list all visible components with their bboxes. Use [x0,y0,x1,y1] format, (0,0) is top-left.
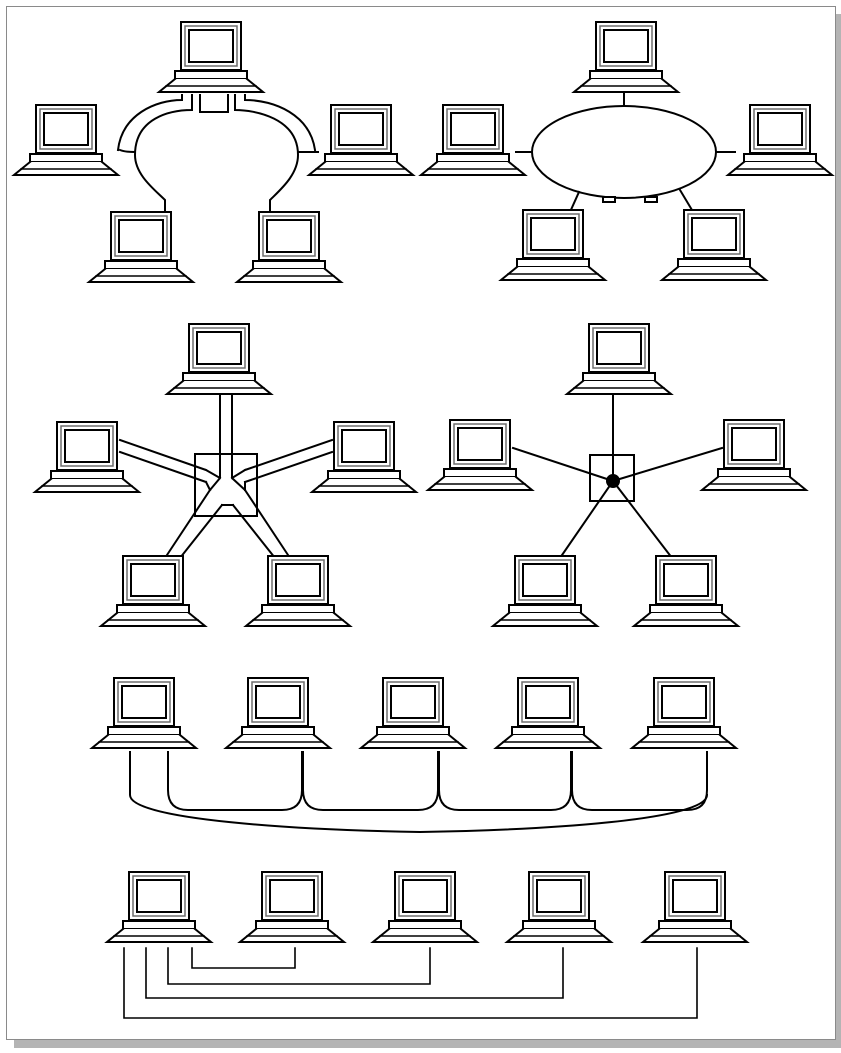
star-ring-cable [118,392,334,560]
ring-drop [568,190,581,214]
computer-workstation-icon [571,21,681,93]
hub-box [194,453,258,517]
computer-workstation-icon [699,419,809,491]
computer-workstation-icon [659,209,769,281]
computer-workstation-icon [243,555,353,627]
ring-terminator [644,196,658,203]
computer-workstation-icon [725,104,835,176]
computer-workstation-icon [564,323,674,395]
computer-workstation-icon [370,871,480,943]
dual-ring-cable-outer [116,94,317,152]
computer-workstation-icon [493,677,603,749]
topology-star-wired-ring [118,392,334,560]
topology-ring [515,91,736,214]
ring-drop [678,188,694,212]
computer-workstation-icon [89,677,199,749]
computer-workstation-icon [640,871,750,943]
computer-workstation-icon [504,871,614,943]
computer-workstation-icon [98,555,208,627]
computer-workstation-icon [309,421,419,493]
ring-terminator [602,196,616,203]
computer-workstation-icon [306,104,416,176]
topology-point-to-point [123,947,698,1019]
p2p-cable [123,947,698,1019]
dual-ring-inner-link [199,94,229,113]
workstations [11,21,835,943]
computer-workstation-icon [86,211,196,283]
computer-workstation-icon [11,104,121,176]
computer-workstation-icon [498,209,608,281]
topology-daisy-chain-loop [129,751,709,834]
computer-workstation-icon [156,21,266,93]
daisy-chain-cable [129,751,709,834]
computer-workstation-icon [32,421,142,493]
computer-workstation-icon [237,871,347,943]
computer-workstation-icon [418,104,528,176]
computer-workstation-icon [631,555,741,627]
ring-cable [531,105,717,199]
dual-ring-cable-inner [118,94,319,216]
computer-workstation-icon [358,677,468,749]
computer-workstation-icon [223,677,333,749]
topology-star [511,392,724,560]
computer-workstation-icon [104,871,214,943]
computer-workstation-icon [490,555,600,627]
computer-workstation-icon [425,419,535,491]
computer-workstation-icon [234,211,344,283]
computer-workstation-icon [629,677,739,749]
topology-dual-ring [116,94,319,216]
computer-workstation-icon [164,323,274,395]
star-cable [511,392,724,560]
